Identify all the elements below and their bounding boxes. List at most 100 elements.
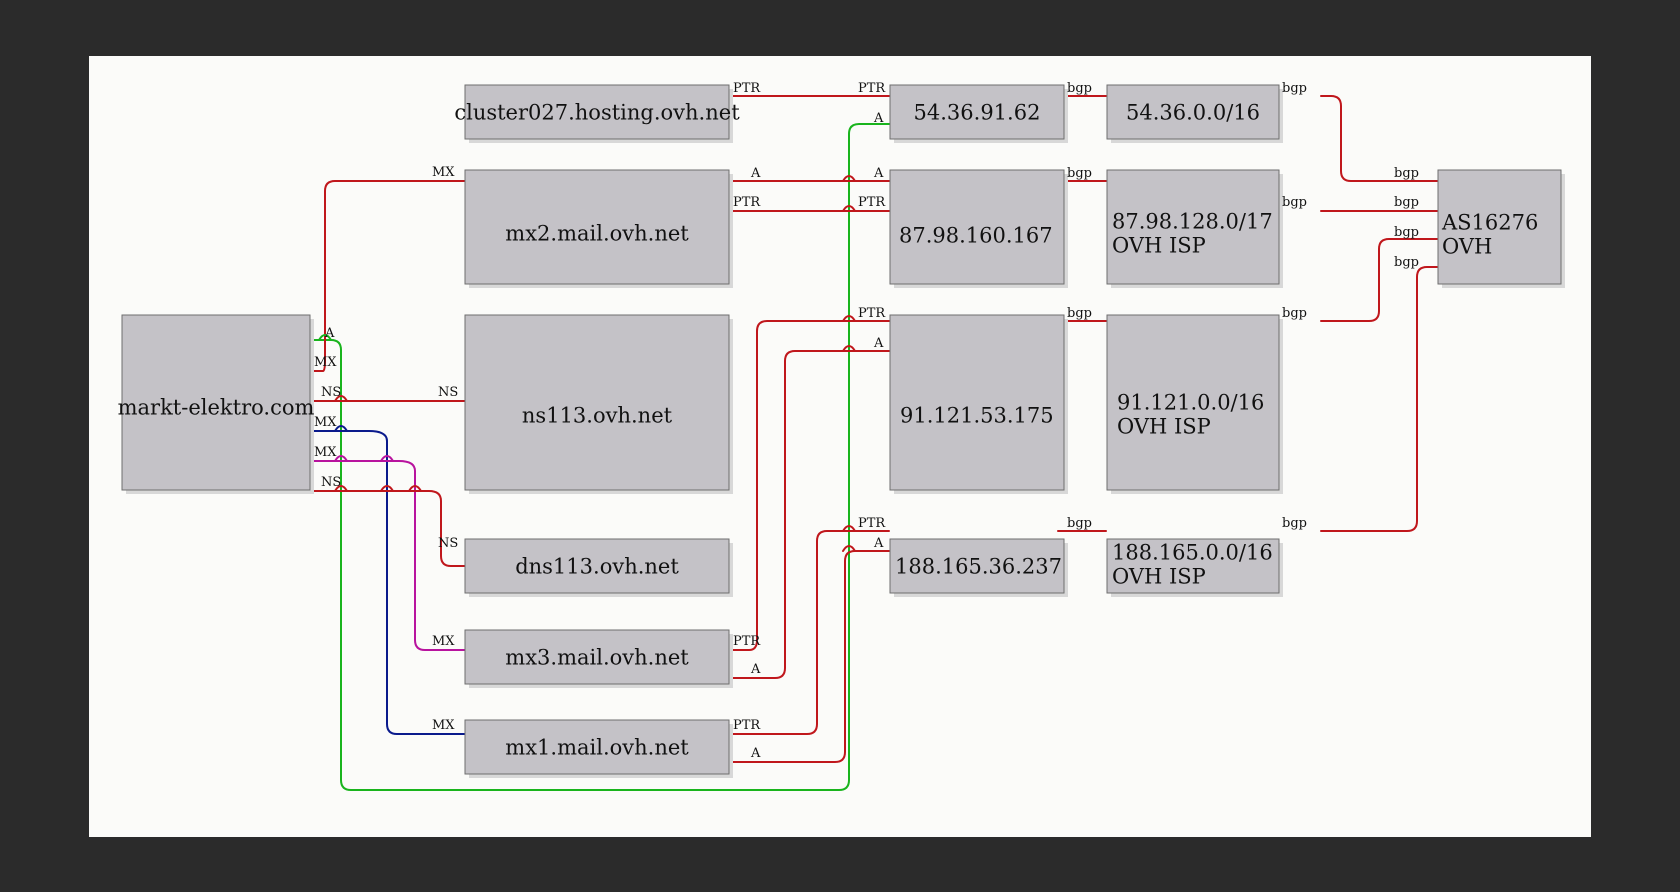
hump <box>408 485 422 492</box>
edge-label-ptr: PTR <box>858 195 886 210</box>
node-dns113[interactable]: dns113.ovh.net <box>464 538 733 597</box>
hump <box>842 545 856 552</box>
edge-a-mx3-ip3 <box>730 350 890 679</box>
node-ip3[interactable]: 91.121.53.175 <box>889 314 1068 494</box>
node-ip2-label: 87.98.160.167 <box>899 224 1053 248</box>
node-ip2[interactable]: 87.98.160.167 <box>889 169 1068 288</box>
node-net4[interactable]: 188.165.0.0/16 OVH ISP <box>1106 538 1283 597</box>
node-mx1-label: mx1.mail.ovh.net <box>505 736 689 760</box>
node-net2[interactable]: 87.98.128.0/17 OVH ISP <box>1106 169 1283 288</box>
edge-label-ns: NS <box>321 475 341 490</box>
node-net3-label-line2: OVH ISP <box>1117 415 1211 439</box>
edge-label-bgp: bgp <box>1394 166 1419 181</box>
node-mx3[interactable]: mx3.mail.ovh.net <box>464 629 733 688</box>
nodes: markt-elektro.com cluster027.hosting.ovh… <box>118 84 1565 778</box>
node-net1[interactable]: 54.36.0.0/16 <box>1106 84 1283 143</box>
edge-label-bgp: bgp <box>1067 306 1092 321</box>
node-net1-label: 54.36.0.0/16 <box>1126 101 1260 125</box>
edge-label-a: A <box>750 662 761 677</box>
edge-label-ptr: PTR <box>858 516 886 531</box>
edge-label-bgp: bgp <box>1067 516 1092 531</box>
node-mx2[interactable]: mx2.mail.ovh.net <box>464 169 733 288</box>
node-net4-label-line2: OVH ISP <box>1112 565 1206 589</box>
edge-a-domain-ip1 <box>310 123 890 791</box>
edge-bgp-net3-as <box>1320 238 1438 322</box>
hump <box>334 455 348 462</box>
edge-ptr-mx3-ip3 <box>730 320 890 651</box>
edge-mx-domain-mx2 <box>310 180 466 372</box>
hump <box>334 485 348 492</box>
dns-graph: markt-elektro.com cluster027.hosting.ovh… <box>118 81 1565 791</box>
edge-label-bgp: bgp <box>1394 225 1419 240</box>
edge-label-mx: MX <box>314 445 337 460</box>
node-ip1-label: 54.36.91.62 <box>914 101 1041 125</box>
diagram-canvas: markt-elektro.com cluster027.hosting.ovh… <box>89 56 1591 837</box>
hump <box>842 525 856 532</box>
node-as-label-line1: AS16276 <box>1441 211 1538 235</box>
node-as[interactable]: AS16276 OVH <box>1437 169 1565 288</box>
hump <box>842 175 856 182</box>
edge-label-mx: MX <box>432 718 455 733</box>
edge-mx-domain-mx3 <box>310 460 466 651</box>
hump <box>334 395 348 402</box>
node-domain-label: markt-elektro.com <box>118 396 315 420</box>
edge-label-mx: MX <box>432 634 455 649</box>
edge-label-a: A <box>873 111 884 126</box>
node-net3[interactable]: 91.121.0.0/16 OVH ISP <box>1106 314 1283 494</box>
node-ip4[interactable]: 188.165.36.237 <box>889 538 1068 597</box>
node-cluster[interactable]: cluster027.hosting.ovh.net <box>454 84 740 143</box>
edge-ns-domain-dns113 <box>310 490 466 567</box>
edge-label-ptr: PTR <box>733 195 761 210</box>
hump <box>380 455 394 462</box>
edges <box>310 95 1438 791</box>
edge-bgp-net1-as <box>1320 95 1438 182</box>
edge-mx-domain-mx1 <box>310 430 466 735</box>
node-mx3-label: mx3.mail.ovh.net <box>505 646 689 670</box>
edge-label-bgp: bgp <box>1282 81 1307 96</box>
edge-label-bgp: bgp <box>1394 255 1419 270</box>
hump <box>380 485 394 492</box>
node-mx2-label: mx2.mail.ovh.net <box>505 222 689 246</box>
edge-label-bgp: bgp <box>1394 195 1419 210</box>
edge-label-a: A <box>873 166 884 181</box>
hump <box>842 205 856 212</box>
edge-labels: A MX NS MX MX NS MX NS NS MX MX PTR A PT… <box>314 81 1419 761</box>
node-cluster-label: cluster027.hosting.ovh.net <box>454 101 740 125</box>
node-domain[interactable]: markt-elektro.com <box>118 314 315 494</box>
edge-label-mx: MX <box>432 165 455 180</box>
edge-label-a: A <box>873 536 884 551</box>
edge-label-ptr: PTR <box>858 306 886 321</box>
hump <box>842 345 856 352</box>
node-ns113-label: ns113.ovh.net <box>522 404 673 428</box>
edge-label-ptr: PTR <box>733 634 761 649</box>
edge-label-ptr: PTR <box>733 81 761 96</box>
edge-label-a: A <box>750 166 761 181</box>
node-ip3-label: 91.121.53.175 <box>900 404 1054 428</box>
edge-label-bgp: bgp <box>1067 166 1092 181</box>
edge-label-ns: NS <box>321 385 341 400</box>
edge-label-bgp: bgp <box>1067 81 1092 96</box>
edge-label-bgp: bgp <box>1282 306 1307 321</box>
hump <box>334 425 348 432</box>
node-ip1[interactable]: 54.36.91.62 <box>889 84 1068 143</box>
node-as-label-line2: OVH <box>1442 235 1492 259</box>
node-ip4-label: 188.165.36.237 <box>895 555 1062 579</box>
node-dns113-label: dns113.ovh.net <box>515 555 679 579</box>
edge-label-a: A <box>750 746 761 761</box>
edge-label-ns: NS <box>438 385 458 400</box>
node-net2-label-line1: 87.98.128.0/17 <box>1112 210 1273 234</box>
edge-label-a: A <box>324 326 335 341</box>
node-net2-label-line2: OVH ISP <box>1112 234 1206 258</box>
edge-ptr-mx1-ip4 <box>730 530 890 735</box>
node-net3-label-line1: 91.121.0.0/16 <box>1117 391 1264 415</box>
edge-label-bgp: bgp <box>1282 516 1307 531</box>
edge-label-ptr: PTR <box>733 718 761 733</box>
node-ns113[interactable]: ns113.ovh.net <box>464 314 733 494</box>
edge-label-mx: MX <box>314 355 337 370</box>
edge-label-bgp: bgp <box>1282 195 1307 210</box>
edge-label-mx: MX <box>314 415 337 430</box>
hump <box>318 334 332 341</box>
node-mx1[interactable]: mx1.mail.ovh.net <box>464 719 733 778</box>
hump <box>842 315 856 322</box>
edge-label-a: A <box>873 336 884 351</box>
